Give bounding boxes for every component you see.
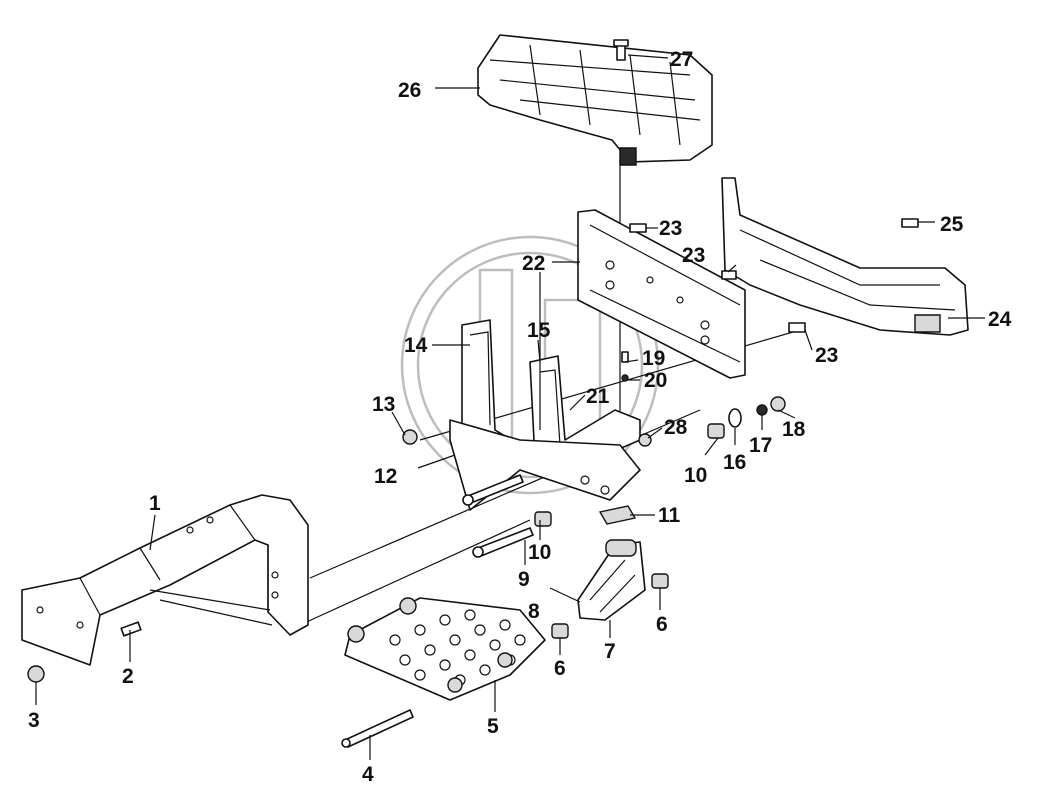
callout-leaders bbox=[35, 54, 985, 760]
callout-12: 12 bbox=[374, 465, 397, 488]
part-16-washer bbox=[728, 408, 742, 428]
callout-4: 4 bbox=[362, 763, 374, 786]
part-23-bolt-a bbox=[629, 223, 647, 233]
callout-labels: 1 2 3 4 5 6 6 7 8 9 10 10 11 12 13 14 15… bbox=[28, 48, 1012, 786]
part-10-bushing-a bbox=[707, 423, 725, 439]
callout-24: 24 bbox=[988, 308, 1012, 331]
callout-25: 25 bbox=[940, 213, 964, 236]
callout-1: 1 bbox=[149, 492, 161, 515]
callout-23: 23 bbox=[659, 217, 682, 240]
part-6-bushing-a bbox=[551, 623, 569, 639]
callout-27: 27 bbox=[670, 48, 693, 71]
callout-17: 17 bbox=[749, 434, 772, 457]
part-28-nut bbox=[638, 433, 652, 447]
callout-26: 26 bbox=[398, 79, 421, 102]
part-3-nut bbox=[27, 665, 45, 683]
callout-13: 13 bbox=[372, 393, 395, 416]
callout-6: 6 bbox=[656, 613, 668, 636]
part-26-top-tray bbox=[477, 34, 713, 166]
part-17-nut bbox=[756, 404, 768, 416]
part-27-bolt bbox=[613, 39, 629, 61]
callout-11: 11 bbox=[658, 504, 681, 527]
foot-plate-holes bbox=[389, 609, 526, 686]
part-22-bracket-plate bbox=[577, 209, 746, 379]
callout-9: 9 bbox=[518, 568, 530, 591]
part-23-bolt-b bbox=[721, 270, 737, 280]
callout-3: 3 bbox=[28, 709, 40, 732]
part-2-bolt bbox=[120, 621, 142, 637]
callout-23: 23 bbox=[815, 344, 838, 367]
part-19-screw bbox=[621, 351, 629, 363]
callout-5: 5 bbox=[487, 715, 499, 738]
callout-10: 10 bbox=[528, 541, 551, 564]
callout-10: 10 bbox=[684, 464, 707, 487]
part-18-nut bbox=[770, 396, 786, 412]
part-13-nut bbox=[402, 429, 418, 445]
part-10-bushing-b bbox=[534, 511, 552, 527]
callout-16: 16 bbox=[723, 451, 746, 474]
part-4-pin bbox=[341, 709, 414, 748]
part-23-bolt-c bbox=[788, 322, 806, 333]
part-8-rod bbox=[549, 587, 581, 603]
part-6-bushing-b bbox=[651, 573, 669, 589]
callout-22: 22 bbox=[522, 252, 545, 275]
part-24-side-fender bbox=[721, 177, 969, 336]
callout-19: 19 bbox=[642, 347, 665, 370]
callout-23: 23 bbox=[682, 244, 705, 267]
callout-2: 2 bbox=[122, 665, 134, 688]
callout-21: 21 bbox=[586, 385, 610, 408]
callout-28: 28 bbox=[664, 416, 688, 439]
part-1-frame bbox=[21, 494, 309, 666]
callout-15: 15 bbox=[527, 319, 551, 342]
part-20-washer bbox=[621, 374, 629, 382]
part-9-pin bbox=[462, 474, 534, 558]
part-5-foot-plate bbox=[344, 597, 546, 701]
callout-6: 6 bbox=[554, 657, 566, 680]
callout-8: 8 bbox=[528, 600, 540, 623]
callout-14: 14 bbox=[404, 334, 428, 357]
part-25-bolt bbox=[901, 218, 919, 228]
callout-20: 20 bbox=[644, 369, 667, 392]
callout-7: 7 bbox=[604, 640, 616, 663]
part-7-hinge-bracket bbox=[577, 539, 646, 621]
part-11-clip bbox=[598, 505, 637, 525]
callout-18: 18 bbox=[782, 418, 806, 441]
